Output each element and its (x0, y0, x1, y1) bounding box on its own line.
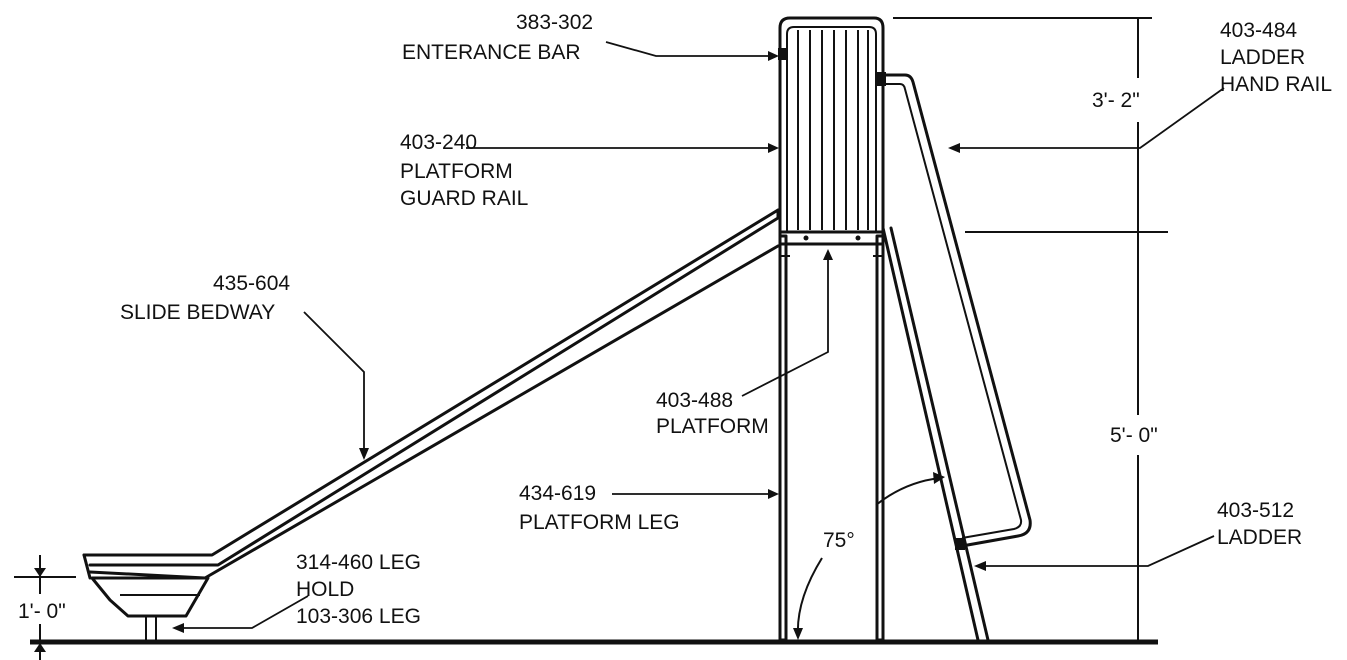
ladder-name-label: LADDER (1217, 526, 1302, 549)
guard-rail-name-line2: GUARD RAIL (400, 187, 528, 210)
platform-height-dimension: 5'- 0" (1110, 424, 1158, 447)
leg-hold-line2: HOLD (296, 578, 354, 601)
platform-part-label: 403-488 (656, 389, 733, 412)
platform-leg-name-label: PLATFORM LEG (519, 511, 680, 534)
platform-name-label: PLATFORM (656, 415, 769, 438)
entrance-bar-name-label: ENTERANCE BAR (402, 41, 581, 64)
exit-height-dimension: 1'- 0" (18, 600, 66, 623)
platform (778, 230, 885, 257)
ladder-angle-dimension: 75° (823, 529, 855, 552)
dimension-lines (14, 17, 1168, 660)
slide-bedway (82, 208, 780, 640)
rail-height-dimension: 3'- 2" (1092, 89, 1140, 112)
guard-rail-part-label: 403-240 (400, 131, 477, 154)
platform-guard-rail (778, 16, 886, 234)
leader-lines (172, 41, 1225, 633)
entrance-bar-part-label: 383-302 (516, 11, 593, 34)
platform-leg-part-label: 434-619 (519, 482, 596, 505)
ladder-hand-rail-name-line2: HAND RAIL (1220, 73, 1332, 96)
platform-legs (778, 234, 885, 642)
slide-bedway-name-label: SLIDE BEDWAY (120, 301, 275, 324)
ladder-hand-rail (882, 73, 1032, 548)
leg-hold-line1: 314-460 LEG (296, 551, 421, 574)
ladder (881, 226, 990, 642)
leg-hold-line3: 103-306 LEG (296, 605, 421, 628)
ladder-hand-rail-part-label: 403-484 (1220, 19, 1297, 42)
slide-bedway-part-label: 435-604 (213, 272, 290, 295)
ladder-hand-rail-name-line1: LADDER (1220, 46, 1305, 69)
guard-rail-name-line1: PLATFORM (400, 160, 513, 183)
ladder-part-label: 403-512 (1217, 499, 1294, 522)
